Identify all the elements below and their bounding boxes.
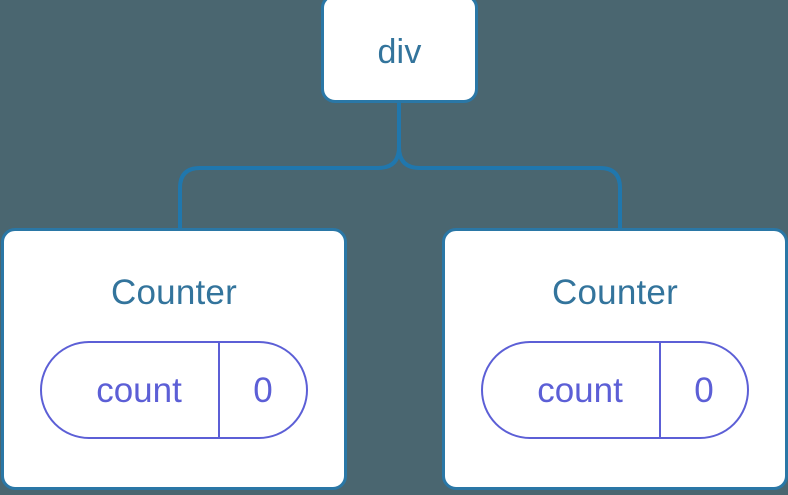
connector-root-to-left-child — [178, 98, 401, 232]
node-counter-right-label: Counter — [552, 273, 678, 312]
state-value-left: 0 — [218, 343, 306, 437]
connector-root-to-right-child — [397, 98, 622, 232]
node-div[interactable]: div — [321, 0, 478, 103]
state-pill-right[interactable]: count 0 — [481, 341, 749, 439]
node-div-label: div — [377, 32, 422, 71]
state-value-right: 0 — [659, 343, 747, 437]
state-key-left: count — [96, 370, 182, 410]
state-key-right: count — [537, 370, 623, 410]
state-pill-left[interactable]: count 0 — [40, 341, 308, 439]
node-counter-left[interactable]: Counter count 0 — [1, 228, 347, 490]
node-counter-left-label: Counter — [111, 273, 237, 312]
node-counter-right[interactable]: Counter count 0 — [442, 228, 788, 490]
